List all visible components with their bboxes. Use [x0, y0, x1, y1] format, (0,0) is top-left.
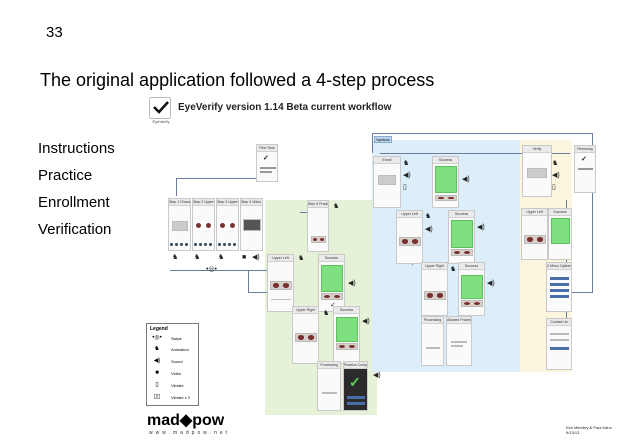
madpow-logo: mad◆pow — [147, 412, 225, 429]
sound-icon: ◀) — [153, 358, 161, 364]
verify-zone — [520, 140, 572, 372]
animation-icon: ♞ — [333, 203, 340, 210]
sound-icon: ◀) — [403, 172, 411, 179]
step-verification: Verification — [38, 221, 112, 238]
sound-icon: ◀) — [462, 176, 470, 183]
screen-enroll: Enroll — [373, 156, 401, 208]
sound-icon: ◀) — [425, 226, 433, 233]
screen-enroll-success-ur: Success — [458, 262, 485, 316]
screen-x-menu-options: X Menu Options — [546, 262, 572, 312]
screen-practice-complete: Practice Complete ✓ — [343, 361, 368, 411]
sound-icon: ◀) — [252, 254, 260, 261]
sound-icon: ◀) — [477, 224, 485, 231]
screen-verify-success: Success — [548, 208, 572, 260]
screen-step2-upper-left: Step 2 Upper Left — [192, 198, 215, 251]
screen-practice-success-2: Success — [333, 306, 360, 364]
slide-title: The original application followed a 4-st… — [40, 70, 435, 90]
step-practice: Practice — [38, 167, 93, 184]
screen-enroll-success-ul: Success — [448, 210, 475, 264]
animation-icon: ♞ — [154, 346, 160, 352]
screen-practice-upper-right: Upper Right — [292, 306, 319, 364]
credit-date: 9/13/13 — [566, 430, 580, 435]
animation-icon: ♞ — [552, 160, 559, 167]
screen-enroll-success: Success — [432, 156, 459, 208]
video-icon: ■ — [155, 370, 159, 376]
author-credit: Kirk Membry & Paul Kahn 9/13/13 — [566, 425, 612, 435]
check-icon: ✓ — [330, 302, 336, 309]
vibrate-icon: ▯ — [552, 184, 556, 191]
screen-practice-upper-left: Upper Left — [267, 254, 294, 312]
animation-icon: ♞ — [403, 160, 410, 167]
screen-practice: Step 5 Practice — [307, 200, 329, 252]
sound-icon: ◀) — [373, 372, 381, 379]
step-enrollment: Enrollment — [38, 194, 110, 211]
legend: Legend •◎• Swipe ♞ Animation ◀) Sound ■ … — [146, 323, 199, 406]
screen-enroll-upper-left: Upper Left — [396, 210, 423, 264]
animation-icon: ♞ — [194, 254, 201, 261]
symbols-tag: Symbols — [374, 136, 392, 143]
madpow-url: www.madpow.net — [149, 430, 230, 436]
swipe-icon: •◎• — [206, 266, 218, 273]
screen-practice-processing: Processing — [317, 361, 341, 411]
check-icon: ✓ — [581, 156, 587, 163]
eyeverify-logo — [149, 97, 171, 119]
screen-step1-choose: Step 1 Choose — [168, 198, 191, 251]
credit-authors: Kirk Membry & Paul Kahn — [566, 425, 612, 430]
practice-zone — [265, 200, 377, 415]
screen-contact-us: Contact Us — [546, 318, 572, 370]
sound-icon: ◀) — [348, 280, 356, 287]
sound-icon: ◀) — [487, 280, 495, 287]
animation-icon: ♞ — [218, 254, 225, 261]
legend-item-label: Swipe — [171, 336, 182, 341]
screen-practice-success-1: Success — [318, 254, 345, 312]
legend-title: Legend — [150, 326, 168, 332]
legend-item-label: Animation — [171, 347, 189, 352]
vibrate-icon: ▯ — [403, 184, 407, 191]
vibrate-icon: ▯ — [155, 382, 159, 388]
enroll-zone — [372, 140, 522, 372]
screen-enroll-upper-right: Upper Right — [421, 262, 448, 316]
screen-verify: Verify — [522, 145, 552, 197]
eye-check-icon — [153, 101, 169, 114]
screen-step3-upper-right: Step 3 Upper Right — [216, 198, 239, 251]
animation-icon: ♞ — [323, 310, 330, 317]
swipe-icon: •◎• — [152, 335, 162, 341]
screen-verify-upper-left: Upper Left — [521, 208, 548, 260]
screen-enroll-processing: Processing — [421, 316, 444, 366]
step-instructions: Instructions — [38, 140, 115, 157]
sound-icon: ◀) — [362, 318, 370, 325]
sound-icon: ◀) — [552, 172, 560, 179]
legend-item-label: Vibrate — [171, 383, 184, 388]
video-icon: ■ — [242, 254, 247, 261]
logo-caption: EyeVerify — [152, 119, 170, 124]
screen-first-time: First Time ✓ — [256, 144, 278, 182]
legend-item-label: Video — [171, 371, 182, 376]
screen-returning: Returning ✓ — [574, 145, 596, 193]
screen-step4-video-demo: Step 4 Video Demo — [240, 198, 263, 251]
animation-icon: ♞ — [172, 254, 179, 261]
animation-icon: ♞ — [425, 213, 432, 220]
screen-allowed-processing: Allowed Processing — [446, 316, 472, 366]
check-icon: ✓ — [263, 155, 269, 162]
slide-number: 33 — [46, 24, 63, 41]
check-icon: ✓ — [349, 374, 361, 390]
animation-icon: ♞ — [450, 266, 457, 273]
vibrate-x2-icon: ▯▯ — [153, 394, 161, 400]
legend-item-label: Vibrate x 2 — [171, 395, 191, 400]
animation-icon: ♞ — [298, 255, 305, 262]
workflow-title: EyeVerify version 1.14 Beta current work… — [178, 102, 392, 113]
legend-item-label: Sound — [171, 359, 183, 364]
